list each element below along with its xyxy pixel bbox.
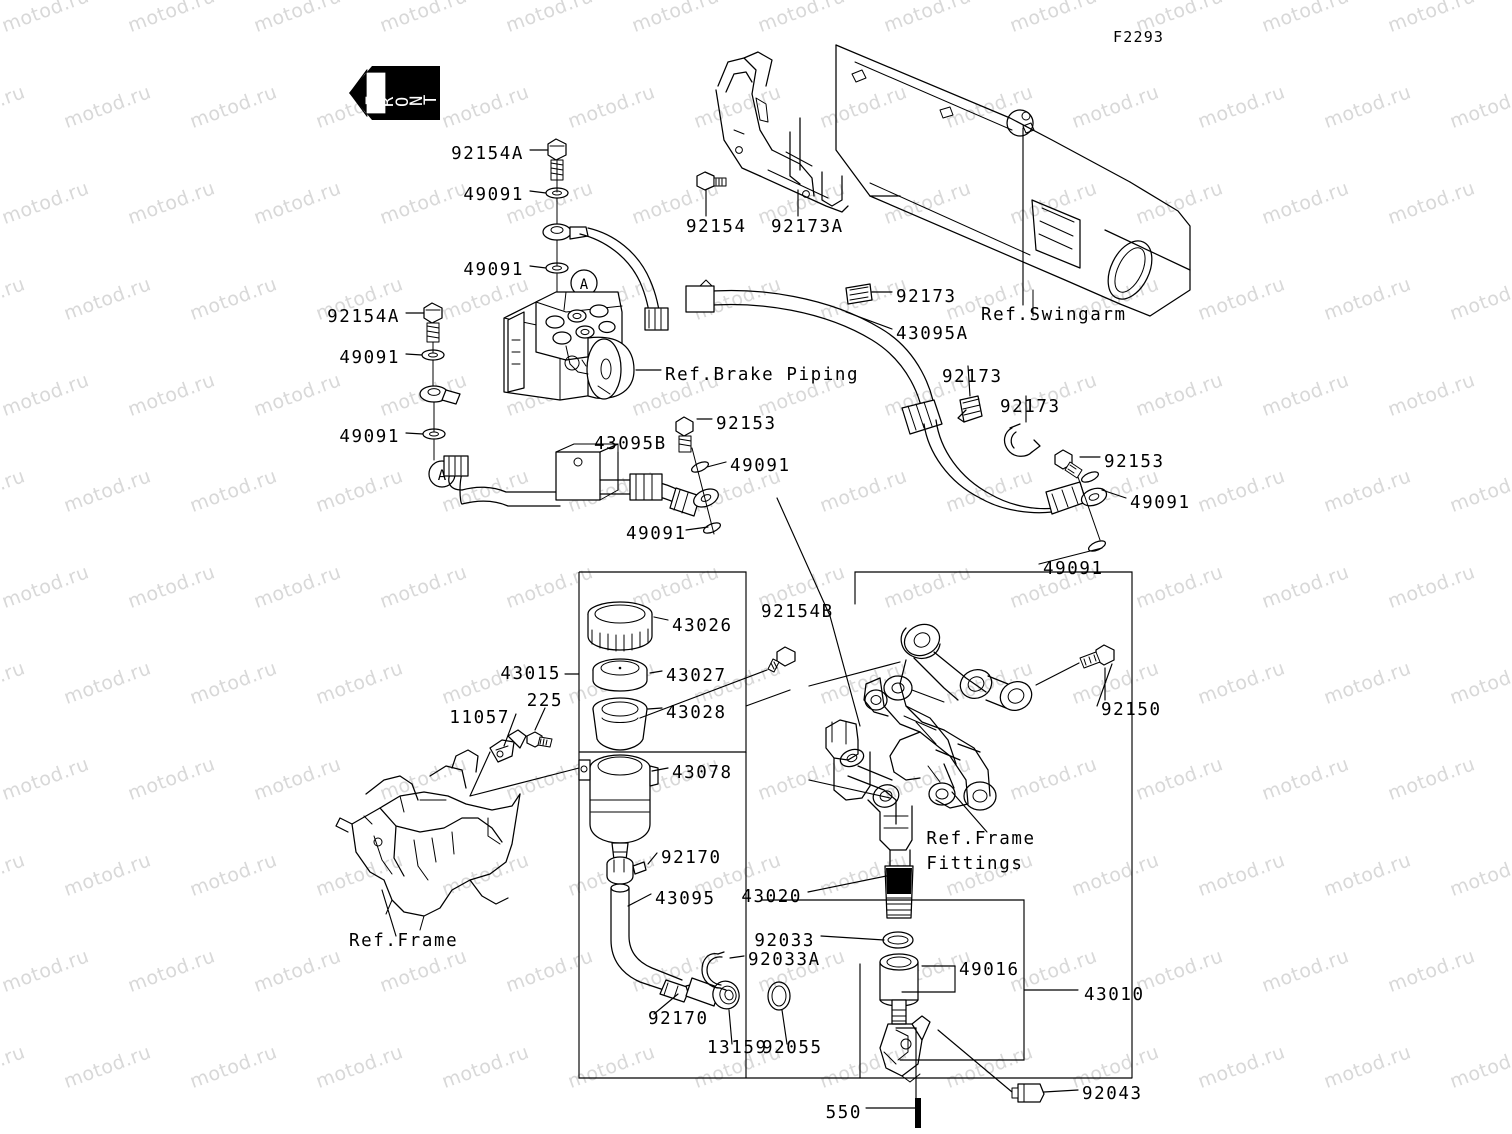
part-label-ref-frame: Ref.Frame bbox=[349, 931, 459, 951]
screw-225 bbox=[526, 731, 553, 748]
reservoir-cup-43028 bbox=[592, 697, 648, 751]
part-label-92154: 92154 bbox=[686, 217, 747, 237]
part-label-43020: 43020 bbox=[741, 887, 802, 907]
part-label-92153: 92153 bbox=[716, 414, 777, 434]
circlip-92033a bbox=[701, 951, 727, 991]
part-label-92150: 92150 bbox=[1101, 700, 1162, 720]
brake-hose-43095a bbox=[685, 279, 1108, 552]
abs-hydraulic-unit bbox=[503, 291, 635, 401]
part-label-43010: 43010 bbox=[1084, 985, 1145, 1005]
part-label-92170: 92170 bbox=[661, 848, 722, 868]
part-label-92173: 92173 bbox=[896, 287, 957, 307]
reference-connector-lines bbox=[469, 497, 1133, 1079]
part-label-92033: 92033 bbox=[754, 931, 815, 951]
part-label-43026: 43026 bbox=[672, 616, 733, 636]
svg-text:N: N bbox=[407, 96, 427, 106]
part-label-49091: 49091 bbox=[1130, 493, 1191, 513]
o-ring-92055 bbox=[767, 981, 791, 1011]
reservoir-cap-43026 bbox=[587, 601, 653, 652]
hose-clip-92173-b bbox=[957, 395, 983, 423]
part-label-92173: 92173 bbox=[942, 367, 1003, 387]
part-label-49016: 49016 bbox=[959, 960, 1020, 980]
bolt-92154b bbox=[639, 646, 796, 719]
part-label-11057: 11057 bbox=[449, 708, 510, 728]
reservoir-group-box bbox=[564, 571, 1132, 1079]
part-label-43095: 43095 bbox=[655, 889, 716, 909]
part-label-ref-swingarm: Ref.Swingarm bbox=[981, 305, 1127, 325]
part-label-13159: 13159 bbox=[707, 1038, 768, 1058]
sheet-code: F2293 bbox=[1113, 28, 1165, 46]
banjo-bolt-stack-top: A bbox=[542, 138, 598, 297]
part-label-92170: 92170 bbox=[648, 1009, 709, 1029]
hose-clamp-bracket-92173a bbox=[715, 51, 849, 213]
part-label-550: 550 bbox=[825, 1103, 862, 1123]
part-label-92154a: 92154A bbox=[451, 144, 524, 164]
part-label-43095a: 43095A bbox=[896, 324, 969, 344]
part-label-49091: 49091 bbox=[339, 427, 400, 447]
part-label-43028: 43028 bbox=[666, 703, 727, 723]
ref-frame-fittings-line1: Ref.Frame bbox=[926, 829, 1036, 849]
part-label-49091: 49091 bbox=[463, 260, 524, 280]
ref-frame-part bbox=[335, 749, 521, 931]
part-label-92173a: 92173A bbox=[771, 217, 844, 237]
svg-text:T: T bbox=[421, 95, 441, 105]
bracket-11057 bbox=[489, 729, 527, 763]
master-cylinder-43010 bbox=[825, 719, 1045, 1128]
part-label-43095b: 43095B bbox=[594, 434, 667, 454]
reservoir-tank-43078 bbox=[578, 754, 659, 861]
hose-clamp-92170-upper bbox=[606, 856, 647, 885]
part-label-92173: 92173 bbox=[1000, 397, 1061, 417]
part-label-43027: 43027 bbox=[666, 666, 727, 686]
svg-text:O: O bbox=[393, 97, 413, 107]
part-label-92043: 92043 bbox=[1082, 1084, 1143, 1104]
svg-text:A: A bbox=[580, 277, 589, 293]
reservoir-diaphragm-43027 bbox=[592, 658, 648, 692]
hose-clip-92173-a bbox=[845, 283, 873, 305]
brake-hose-upper bbox=[579, 227, 669, 331]
hose-clip-92173-c bbox=[1003, 423, 1041, 457]
swingarm-assembly bbox=[835, 44, 1191, 317]
part-label-49091: 49091 bbox=[1043, 559, 1104, 579]
brake-hose-43095b bbox=[443, 416, 722, 535]
part-label-92033a: 92033A bbox=[748, 950, 821, 970]
part-label-92055: 92055 bbox=[762, 1038, 823, 1058]
part-label-49091: 49091 bbox=[463, 185, 524, 205]
svg-text:F: F bbox=[363, 96, 383, 106]
bolt-92154 bbox=[696, 171, 727, 191]
part-label-49091: 49091 bbox=[339, 348, 400, 368]
ref-frame-fittings-bracket bbox=[863, 623, 1115, 811]
svg-text:A: A bbox=[438, 468, 447, 484]
part-label-92153: 92153 bbox=[1104, 452, 1165, 472]
front-direction-marker: F R O N T bbox=[349, 66, 441, 120]
part-label-49091: 49091 bbox=[730, 456, 791, 476]
part-label-43078: 43078 bbox=[672, 763, 733, 783]
ref-frame-fittings-line2: Fittings bbox=[926, 854, 1024, 875]
part-label-92154a: 92154A bbox=[327, 307, 400, 327]
leader-lines bbox=[381, 127, 1127, 1109]
svg-text:R: R bbox=[378, 96, 398, 107]
part-label-92154b: 92154B bbox=[761, 602, 834, 622]
part-label-ref-brake-piping: Ref.Brake Piping bbox=[665, 365, 860, 385]
part-label-225: 225 bbox=[526, 691, 564, 711]
part-label-43015: 43015 bbox=[500, 664, 561, 684]
part-label-49091: 49091 bbox=[626, 524, 687, 544]
